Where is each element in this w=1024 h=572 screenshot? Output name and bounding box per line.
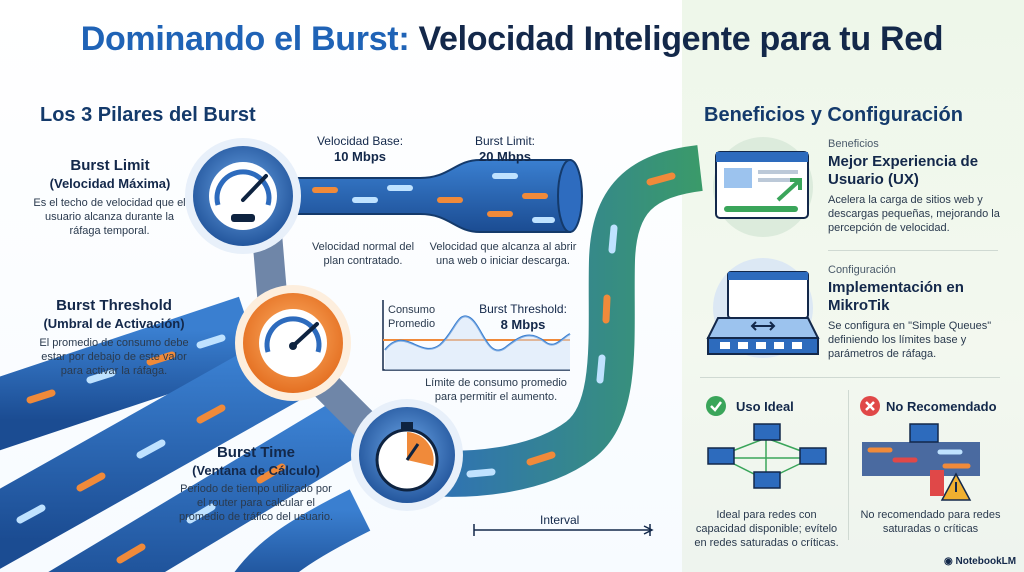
burst-limit-note: Velocidad que alcanza al abrir una web o… bbox=[429, 241, 577, 267]
burst-time-stopwatch-icon bbox=[351, 399, 463, 511]
pillar-3-title: Burst Time bbox=[216, 444, 296, 461]
ideal-desc: Ideal para redes con capacidad disponibl… bbox=[694, 509, 839, 549]
ideal-network-icon bbox=[707, 423, 827, 489]
benefit-title: Mejor Experiencia de Usuario (UX) bbox=[828, 153, 979, 188]
base-speed-label: Velocidad Base: 10 Mbps bbox=[300, 134, 420, 165]
check-icon bbox=[706, 396, 726, 416]
divider bbox=[848, 390, 849, 540]
pillar-3-desc: Periodo de tiempo utilizado por el route… bbox=[178, 483, 334, 523]
title-part-2: Velocidad Inteligente para tu Red bbox=[418, 20, 944, 58]
pillar-2-subtitle: (Umbral de Activación) bbox=[43, 316, 185, 331]
not-recommended-desc: No recomendado para redes saturadas o cr… bbox=[860, 509, 1001, 535]
pillar-3-subtitle: (Ventana de Cálculo) bbox=[192, 463, 320, 478]
not-recommended-label: No Recomendado bbox=[886, 399, 997, 414]
benefits-heading: Beneficios y Configuración bbox=[704, 104, 963, 126]
config-title: Implementación en MikroTik bbox=[828, 279, 964, 314]
pillars-heading: Los 3 Pilares del Burst bbox=[40, 104, 256, 126]
divider bbox=[700, 377, 1000, 378]
threshold-graph bbox=[382, 300, 571, 371]
base-speed-note: Velocidad normal del plan contratado. bbox=[311, 241, 415, 267]
config-desc: Se configura en "Simple Queues" definien… bbox=[828, 320, 992, 360]
threshold-value: 8 Mbps bbox=[500, 317, 546, 332]
threshold-note: Límite de consumo promedio para permitir… bbox=[425, 377, 567, 403]
interval-label: Interval bbox=[540, 513, 580, 527]
saturated-network-icon bbox=[862, 423, 980, 501]
mikrotik-router-icon bbox=[706, 258, 820, 358]
ideal-label: Uso Ideal bbox=[736, 399, 794, 414]
config-category: Configuración bbox=[828, 264, 896, 276]
threshold-label-text: Burst Threshold: bbox=[479, 302, 567, 316]
browser-speed-icon bbox=[713, 137, 813, 237]
burst-limit-value: 20 Mbps bbox=[478, 149, 531, 164]
graph-ylabel: Consumo Promedio bbox=[388, 304, 436, 330]
notebook-icon: ◉ bbox=[944, 556, 953, 567]
divider bbox=[828, 250, 998, 251]
x-icon bbox=[860, 396, 880, 416]
threshold-label: Burst Threshold: 8 Mbps bbox=[468, 302, 578, 333]
title-part-1: Dominando el Burst: bbox=[80, 20, 410, 58]
pillar-2-desc: El promedio de consumo debe estar por de… bbox=[39, 337, 189, 377]
pillar-1-desc: Es el techo de velocidad que el usuario … bbox=[33, 197, 186, 237]
brand-name: NotebookLM bbox=[955, 556, 1017, 567]
benefit-category: Beneficios bbox=[828, 138, 879, 150]
benefit-desc: Acelera la carga de sitios web y descarg… bbox=[828, 194, 1000, 234]
base-speed-value: 10 Mbps bbox=[333, 149, 386, 164]
page-title: Dominando el Burst: Velocidad Inteligent… bbox=[0, 20, 1024, 59]
burst-limit-gauge-icon bbox=[185, 138, 301, 254]
pillar-1-title: Burst Limit bbox=[70, 157, 150, 174]
pillar-2-title: Burst Threshold bbox=[56, 297, 172, 314]
pillar-1-subtitle: (Velocidad Máxima) bbox=[49, 176, 171, 191]
base-speed-label-text: Velocidad Base: bbox=[316, 134, 404, 148]
bandwidth-pipe bbox=[289, 159, 583, 233]
burst-limit-label: Burst Limit: 20 Mbps bbox=[445, 134, 565, 165]
brand-logo: ◉ NotebookLM bbox=[944, 556, 1016, 567]
burst-threshold-gauge-icon bbox=[235, 285, 351, 401]
interval-arrow bbox=[473, 524, 654, 536]
burst-limit-label-text: Burst Limit: bbox=[474, 134, 535, 148]
